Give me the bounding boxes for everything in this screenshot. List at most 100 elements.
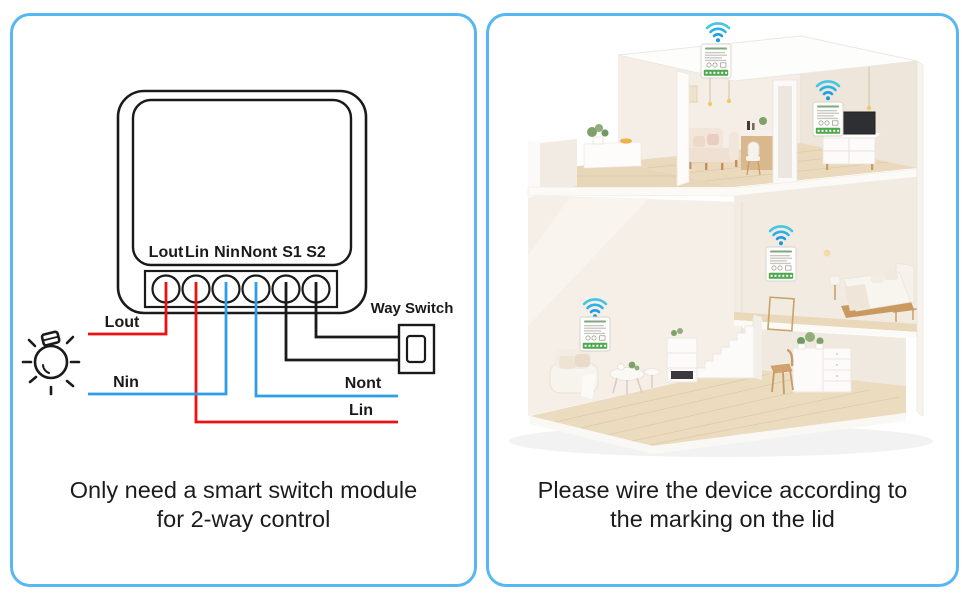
wire-label-lout: Lout bbox=[105, 314, 140, 331]
terminal-label-lout: Lout bbox=[149, 244, 184, 261]
way-switch-rocker bbox=[405, 334, 427, 364]
wire-nont bbox=[254, 282, 398, 398]
console-table bbox=[583, 141, 642, 169]
stereo bbox=[671, 371, 693, 379]
plant bbox=[677, 328, 683, 334]
way-switch-label: Way Switch bbox=[371, 300, 454, 317]
wire-label-nont: Nont bbox=[345, 375, 382, 392]
wood-floor-bedroom bbox=[734, 312, 917, 332]
chair-back bbox=[747, 141, 760, 159]
wire-label-nin: Nin bbox=[113, 374, 139, 391]
stair-side bbox=[754, 315, 762, 380]
sofa-armrest bbox=[729, 132, 739, 160]
armchair-cushion bbox=[575, 354, 590, 367]
sofa-seat bbox=[687, 148, 739, 162]
sofa bbox=[685, 128, 739, 170]
teapot bbox=[617, 363, 625, 371]
wiring-diagram: Lout Lin Nin Nont S1 S2 bbox=[21, 89, 454, 424]
plant-pot bbox=[592, 136, 604, 145]
parapet-front bbox=[528, 140, 540, 198]
bottle bbox=[752, 123, 755, 130]
chair-back bbox=[786, 348, 794, 367]
mirror bbox=[778, 86, 792, 178]
valet-bench bbox=[892, 308, 918, 322]
tv-screen bbox=[840, 111, 876, 135]
plant bbox=[628, 361, 636, 369]
wire-lin bbox=[194, 282, 398, 424]
plant bbox=[634, 365, 640, 371]
dining-chair bbox=[746, 141, 761, 176]
wire-lout bbox=[88, 282, 168, 336]
terminal-label-nin: Nin bbox=[214, 244, 240, 261]
bottle bbox=[747, 121, 750, 130]
terminal-label-s1: S1 bbox=[282, 244, 302, 261]
armchair bbox=[549, 349, 599, 399]
smart-switch-module bbox=[812, 101, 844, 137]
plant bbox=[759, 117, 767, 125]
left-caption: Only need a smart switch module for 2-wa… bbox=[13, 476, 474, 534]
plant bbox=[816, 337, 824, 345]
wire-s1 bbox=[284, 282, 399, 362]
floor-base-skirt bbox=[530, 413, 906, 454]
smart-switch-module bbox=[765, 246, 797, 282]
counter-top bbox=[741, 130, 781, 136]
module-lid bbox=[131, 98, 353, 267]
fruit-bowl bbox=[620, 138, 632, 144]
bedroom-mezzanine bbox=[734, 312, 917, 338]
stair-steps bbox=[696, 314, 755, 379]
cut-wall bbox=[676, 70, 690, 187]
wood-chair bbox=[770, 348, 794, 395]
way-switch: Way Switch bbox=[371, 300, 454, 375]
wire-nin bbox=[88, 282, 228, 396]
pillow bbox=[871, 274, 884, 283]
house-panel: Please wire the device according to the … bbox=[486, 13, 959, 587]
bed-blanket bbox=[844, 284, 870, 311]
house-illustration bbox=[509, 22, 933, 457]
wiring-diagram-panel: Lout Lin Nin Nont S1 S2 bbox=[10, 13, 477, 587]
right-caption: Please wire the device according to the … bbox=[489, 476, 956, 534]
exterior-right-wall bbox=[916, 60, 924, 417]
pillow bbox=[884, 271, 898, 280]
wire-s2 bbox=[314, 282, 399, 339]
bedroom-slab-edge bbox=[734, 320, 917, 338]
throw-blanket bbox=[581, 373, 596, 399]
bulb-icon bbox=[21, 330, 81, 396]
parapet-top bbox=[528, 136, 577, 143]
chair-seat bbox=[746, 156, 760, 161]
plant bbox=[671, 330, 677, 336]
side-table bbox=[643, 368, 661, 376]
staircase bbox=[696, 296, 795, 380]
plant bbox=[587, 127, 597, 137]
right-caption-line1: Please wire the device according to bbox=[537, 477, 908, 503]
parapet-side bbox=[540, 139, 577, 194]
left-caption-line2: for 2-way control bbox=[156, 506, 331, 532]
smart-switch-module bbox=[700, 43, 732, 79]
sofa-cushion bbox=[693, 136, 705, 147]
smart-switch-module bbox=[579, 316, 611, 352]
plant bbox=[595, 124, 603, 132]
bed bbox=[823, 249, 918, 322]
left-caption-line1: Only need a smart switch module bbox=[69, 477, 418, 503]
desk-cabinet bbox=[792, 332, 852, 393]
sofa-cushion bbox=[707, 134, 719, 145]
wire-label-lin: Lin bbox=[349, 402, 373, 419]
plant bbox=[797, 337, 805, 345]
terminal-label-lin: Lin bbox=[185, 244, 209, 261]
chair-seat bbox=[770, 363, 793, 374]
mirror-partition bbox=[772, 79, 798, 185]
terminal-label-nont: Nont bbox=[241, 244, 278, 261]
terminal-label-s2: S2 bbox=[306, 244, 326, 261]
plant bbox=[805, 332, 815, 342]
wall-sconce-glow bbox=[823, 249, 831, 257]
plant bbox=[601, 129, 609, 137]
coffee-table bbox=[609, 361, 661, 395]
smart-switch-module-diagram: Lout Lin Nin Nont S1 S2 bbox=[116, 89, 368, 315]
wires bbox=[88, 282, 399, 424]
shelf-unit bbox=[666, 328, 698, 383]
wifi-icon bbox=[705, 22, 731, 44]
decor-frame bbox=[767, 296, 795, 332]
armchair-cushion bbox=[559, 356, 576, 369]
balcony bbox=[528, 124, 642, 198]
bedside-lamp bbox=[829, 275, 841, 286]
